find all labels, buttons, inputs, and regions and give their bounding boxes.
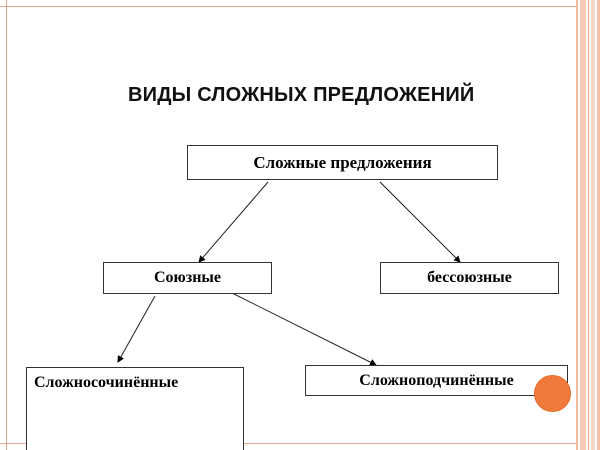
node-conjunctive: Союзные (103, 262, 272, 294)
arrow-conjunctive-to-subordinate (229, 291, 377, 366)
arrow-complex-to-asyndetic (379, 181, 461, 263)
slide-title: ВИДЫ СЛОЖНЫХ ПРЕДЛОЖЕНИЙ (128, 84, 475, 106)
decor-stripe (576, 0, 578, 450)
frame-line-left (6, 0, 7, 450)
decor-stripe (591, 0, 595, 450)
decor-stripe (580, 0, 586, 450)
decor-stripe (597, 0, 600, 450)
node-compound: Сложносочинённые (26, 367, 244, 450)
frame-line-bottom (0, 443, 578, 444)
node-complex-sentences: Сложные предложения (187, 145, 498, 180)
node-complex-subordinate: Сложноподчинённые (305, 365, 568, 396)
arrow-complex-to-conjunctive (198, 181, 269, 263)
arrow-conjunctive-to-compound (117, 295, 156, 363)
decor-stripe (588, 0, 589, 450)
decor-orange-circle (534, 375, 571, 412)
node-asyndetic: бессоюзные (380, 262, 559, 294)
frame-line-top (0, 6, 578, 7)
